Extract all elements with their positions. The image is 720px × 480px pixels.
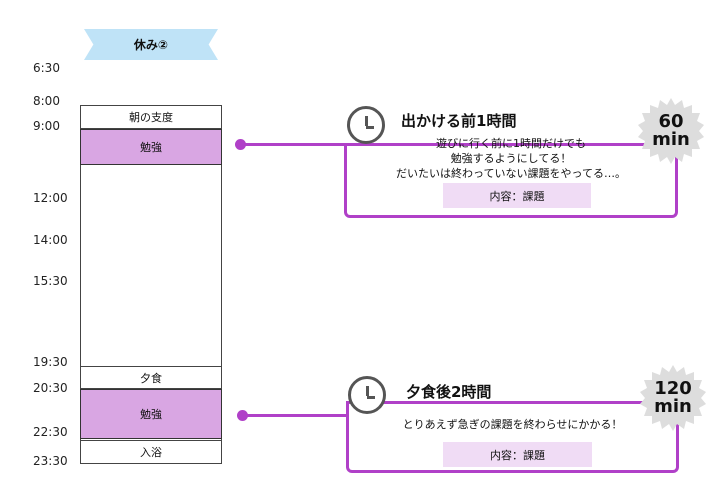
- schedule-block[interactable]: 夕食: [80, 366, 222, 389]
- card-top-border: [344, 143, 678, 146]
- content-chip: 内容：課題: [443, 183, 591, 208]
- schedule-block[interactable]: 勉強: [80, 129, 222, 165]
- content-chip: 内容：課題: [443, 442, 592, 467]
- card-line: 勉強するようにしてる！: [450, 152, 572, 165]
- schedule-block[interactable]: 朝の支度: [80, 105, 222, 129]
- card-body: とりあえず急ぎの課題を終わらせにかかる！: [349, 417, 676, 432]
- chip-label: 内容：課題: [490, 448, 545, 462]
- time-label: 8:00: [33, 94, 60, 108]
- day-ribbon: 休み②: [84, 29, 218, 60]
- time-label: 14:00: [33, 233, 68, 247]
- block-label: 入浴: [140, 446, 162, 459]
- time-label: 20:30: [33, 381, 68, 395]
- time-label: 19:30: [33, 355, 68, 369]
- study-card: [346, 401, 679, 473]
- block-label: 夕食: [140, 371, 162, 385]
- card-title: 出かける前1時間: [401, 112, 517, 130]
- time-label: 15:30: [33, 274, 68, 288]
- badge-shape: [640, 365, 706, 431]
- badge-unit: min: [654, 396, 692, 417]
- day-title: 休み②: [133, 38, 169, 52]
- card-line: とりあえず急ぎの課題を終わらせにかかる！: [402, 418, 623, 431]
- schedule-block[interactable]: 勉強: [80, 389, 222, 439]
- badge-unit: min: [652, 129, 690, 150]
- connector-line: [244, 143, 347, 146]
- card-body: 遊びに行く前に1時間だけでも 勉強するようにしてる！ だいたいは終わっていない課…: [347, 136, 675, 181]
- badge-number: 60: [658, 111, 684, 132]
- time-label: 6:30: [33, 61, 60, 75]
- schedule-block[interactable]: 入浴: [80, 440, 222, 464]
- chip-label: 内容：課題: [489, 189, 545, 203]
- card-top-border: [346, 401, 679, 404]
- time-label: 12:00: [33, 191, 68, 205]
- time-label: 22:30: [33, 425, 68, 439]
- connector-line: [246, 414, 349, 417]
- study-card: [344, 143, 678, 218]
- clock-icon: [348, 376, 386, 414]
- block-label: 勉強: [140, 141, 162, 154]
- time-label: 9:00: [33, 119, 60, 133]
- time-label: 23:30: [33, 454, 68, 468]
- connector-dot: [235, 139, 246, 150]
- card-line: だいたいは終わっていない課題をやってる…。: [396, 167, 626, 180]
- connector-dot: [237, 410, 248, 421]
- card-title: 夕食後2時間: [406, 383, 492, 401]
- badge-number: 120: [654, 378, 692, 399]
- block-label: 朝の支度: [129, 111, 173, 124]
- clock-icon: [347, 106, 385, 144]
- block-label: 勉強: [140, 408, 162, 421]
- badge-shape: [638, 98, 704, 164]
- card-line: 遊びに行く前に1時間だけでも: [436, 137, 586, 150]
